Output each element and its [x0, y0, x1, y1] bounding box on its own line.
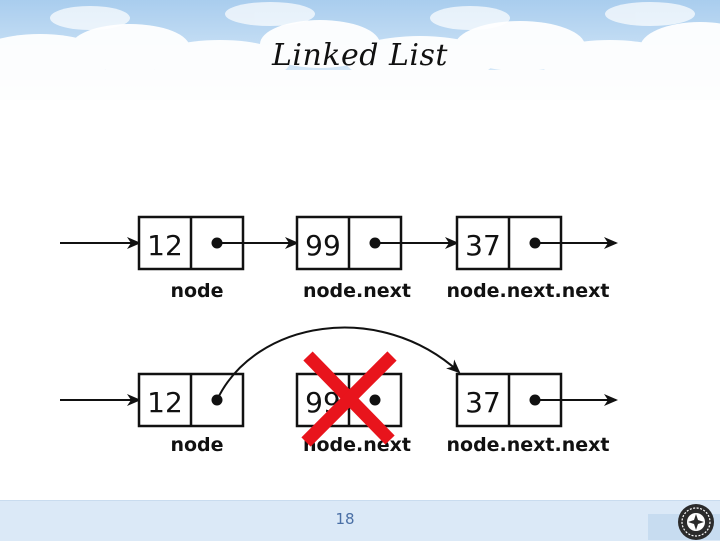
removed-cross-icon	[301, 351, 397, 447]
page-number: 18	[335, 510, 355, 528]
node-value: 37	[465, 386, 501, 419]
node-label: node.next	[303, 280, 411, 302]
node-value: 99	[305, 229, 341, 262]
node-label: node	[170, 280, 223, 302]
cloud-header-background	[0, 0, 720, 100]
node-label: node	[170, 434, 223, 456]
node-value: 37	[465, 229, 501, 262]
bypass-pointer-arrow	[216, 326, 461, 401]
university-seal-icon	[678, 504, 714, 540]
node-value: 12	[147, 229, 183, 262]
next-pointer-dot	[369, 394, 381, 406]
node-box: 12	[137, 372, 245, 428]
slide-title: Linked List	[272, 38, 448, 73]
node-label: node.next.next	[446, 434, 609, 456]
bottom-linked-list: 12 99 37 node node.next node.next.next	[60, 326, 618, 456]
node-label: node.next.next	[446, 280, 609, 302]
slide-footer	[0, 500, 720, 541]
top-linked-list: 12 99 37 node node.next node.next.next	[60, 215, 618, 302]
node-value: 12	[147, 386, 183, 419]
